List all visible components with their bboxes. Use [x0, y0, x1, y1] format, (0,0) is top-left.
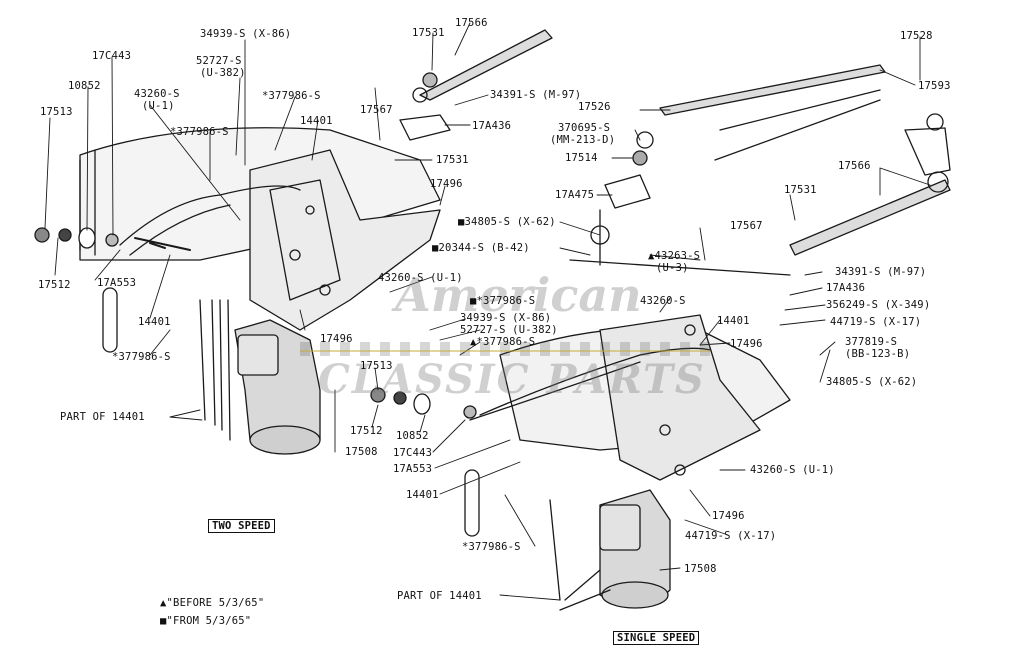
part-label: 17A436: [826, 282, 866, 294]
part-label: 17C443: [393, 447, 433, 459]
part-label: ■34805-S (X-62): [458, 216, 556, 228]
part-label: 17531: [412, 27, 445, 39]
part-label: 34391-S (M-97): [490, 89, 582, 101]
part-label: 17512: [350, 425, 383, 437]
two-speed-caption: TWO SPEED: [208, 519, 275, 533]
part-label: 34805-S (X-62): [826, 376, 918, 388]
part-label: 17A475: [555, 189, 595, 201]
part-label: 44719-S (X-17): [685, 530, 777, 542]
part-label: *377986-S: [170, 126, 229, 138]
part-label: 370695-S: [558, 122, 611, 134]
part-label: *377986-S: [112, 351, 171, 363]
part-label: 377819-S: [845, 336, 898, 348]
part-label: 17531: [784, 184, 817, 196]
part-label: 17508: [684, 563, 717, 575]
part-label: 34939-S (X-86): [200, 28, 292, 40]
right-wiper-blade-upper: [659, 64, 886, 116]
part-label: 14401: [406, 489, 439, 501]
part-label: 17496: [712, 510, 745, 522]
part-label: 17496: [320, 333, 353, 345]
part-label: *377986-S: [462, 541, 521, 553]
right-wiper-blade-lower: [714, 89, 881, 161]
part-label: 17528: [900, 30, 933, 42]
right-arm: [789, 179, 951, 256]
part-label: 17566: [838, 160, 871, 172]
part-label: 17531: [436, 154, 469, 166]
part-label: ■20344-S (B-42): [432, 242, 530, 254]
part-label: 43260-S: [640, 295, 686, 307]
part-label: (U-1): [142, 100, 175, 112]
part-label: 43260-S (U-1): [378, 272, 463, 284]
part-label: 34391-S (M-97): [835, 266, 927, 278]
part-label: ■*377986-S: [470, 295, 536, 307]
part-label: 17C443: [92, 50, 132, 62]
part-label: 17A553: [97, 277, 137, 289]
part-label: 17496: [430, 178, 463, 190]
legend-from: ■"FROM 5/3/65": [160, 615, 252, 627]
part-label: PART OF 14401: [60, 411, 145, 423]
part-label: (BB-123-B): [845, 348, 911, 360]
part-label: *377986-S: [262, 90, 321, 102]
part-label: 17A553: [393, 463, 433, 475]
part-label: 356249-S (X-349): [826, 299, 931, 311]
right-motor-bracket: [599, 314, 761, 481]
part-label: (MM-213-D): [550, 134, 616, 146]
part-label: 14401: [717, 315, 750, 327]
single-speed-caption: SINGLE SPEED: [613, 631, 700, 645]
part-label: 43260-S: [134, 88, 180, 100]
part-label: 10852: [68, 80, 101, 92]
legend-before: ▲"BEFORE 5/3/65": [160, 597, 265, 609]
part-label: 43260-S (U-1): [750, 464, 835, 476]
part-label: 52727-S (U-382): [460, 324, 558, 336]
part-label: 14401: [138, 316, 171, 328]
part-label: PART OF 14401: [397, 590, 482, 602]
part-label: (U-3): [656, 262, 689, 274]
part-label: 17566: [455, 17, 488, 29]
part-label: 44719-S (X-17): [830, 316, 922, 328]
left-motor-bracket: [249, 149, 441, 331]
part-label: 17526: [578, 101, 611, 113]
part-label: 17567: [360, 104, 393, 116]
part-label: 17513: [360, 360, 393, 372]
part-label: ▲*377986-S: [470, 336, 536, 348]
part-label: 52727-S: [196, 55, 242, 67]
part-label: 17513: [40, 106, 73, 118]
watermark-line: [300, 350, 710, 352]
part-label: 17514: [565, 152, 598, 164]
part-label: 17512: [38, 279, 71, 291]
part-label: 17508: [345, 446, 378, 458]
part-label: ▲43263-S: [648, 250, 701, 262]
part-label: (U-382): [200, 67, 246, 79]
right-harness: [469, 347, 711, 611]
part-label: 34939-S (X-86): [460, 312, 552, 324]
part-label: 17593: [918, 80, 951, 92]
leader-lines: [44, 22, 931, 601]
part-label: 17496: [730, 338, 763, 350]
part-label: 17567: [730, 220, 763, 232]
part-label: 17A436: [472, 120, 512, 132]
watermark-band: [300, 342, 710, 356]
part-label: 10852: [396, 430, 429, 442]
part-label: 14401: [300, 115, 333, 127]
